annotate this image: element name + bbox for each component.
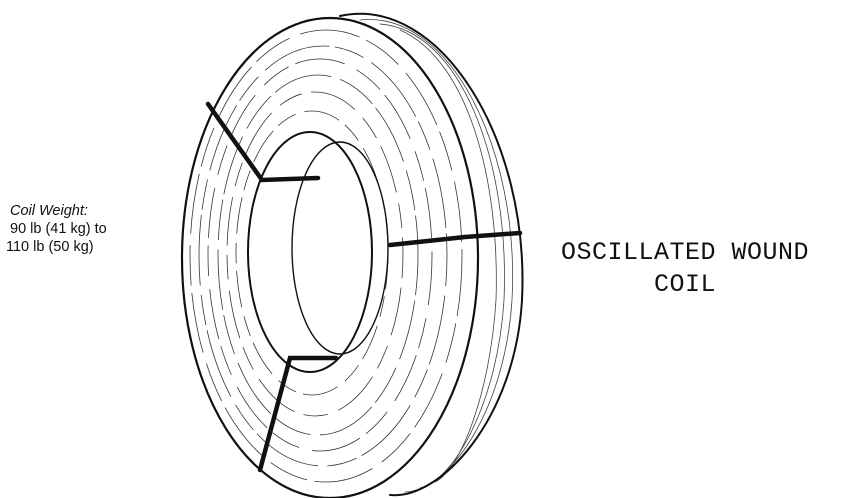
coil-title-line-2: COIL (530, 269, 840, 301)
strap-upper-left (208, 104, 318, 180)
coil-weight-line-2: 110 lb (50 kg) (6, 238, 107, 256)
coil-weight-line-1: 90 lb (41 kg) to (6, 220, 107, 238)
coil-title-line-1: OSCILLATED WOUND (530, 237, 840, 269)
coil-outer-edge (182, 18, 478, 498)
coil-hole-front-edge (248, 132, 372, 372)
coil-hole-back-edge (292, 142, 388, 354)
strap-lower-left (260, 358, 336, 470)
coil-weight-heading: Coil Weight: (6, 202, 107, 220)
strap-right (390, 233, 520, 245)
coil-winding-lines (190, 30, 462, 482)
coil-title: OSCILLATED WOUND COIL (530, 237, 840, 301)
coil-side-face (340, 14, 522, 495)
coil-weight-callout: Coil Weight: 90 lb (41 kg) to 110 lb (50… (6, 202, 107, 256)
